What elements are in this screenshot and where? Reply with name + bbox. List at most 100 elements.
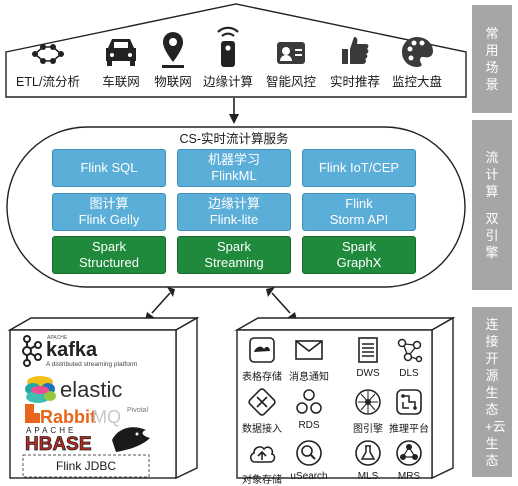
graph-nodes-icon [394,335,424,365]
engine-label: Flink [345,196,373,211]
table-store-icon [247,335,277,365]
cloud-service-label: uSearch [290,471,328,482]
cloud-service-item: 表格存储 [237,335,287,383]
cloud-service-label: 表格存储 [242,372,282,383]
elastic-name: elastic [60,377,122,402]
side-label-ecosystem-text: 连接开源生态+云生态 [485,316,506,468]
arrow-bidirectional-right [266,287,297,320]
kafka-name: kafka [46,339,98,361]
cloud-service-label: 数据接入 [242,424,282,435]
cloud-service-item: RDS [284,387,334,431]
engine-label: 机器学习 [207,152,260,167]
location-pin-icon [162,32,184,68]
scenario-label: 智能风控 [266,74,317,89]
cloud-service-item: 推理平台 [384,387,434,435]
cloud-service-item: DWS [343,335,393,379]
envelope-icon [294,335,324,365]
elastic-logo: elastic [25,376,122,403]
cloud-upload-icon [247,438,277,468]
scenario-label: 监控大盘 [392,74,442,89]
scenarios-house [5,3,467,98]
cloud-service-label: 推理平台 [389,424,429,435]
engine-label: Structured [79,255,139,270]
flink-jdbc-box [22,454,150,478]
cloud-service-label: RDS [298,420,320,431]
flink-engine-button: Flink IoT/CEP [302,149,416,187]
cloud-service-item: 图引擎 [343,387,393,435]
cloud-service-item: DLS [384,335,434,379]
cloud-service-item: MRS [384,438,434,482]
rabbitmq-suffix: MQ [92,407,121,427]
cloud-service-item: MLS [343,438,393,482]
cloud-service-item: 对象存储 [237,438,287,486]
service-title: CS-实时流计算服务 [179,131,288,146]
rabbitmq-note: Pivotal [127,407,148,414]
cloud-services-box [234,316,456,480]
cloud-service-item: uSearch [284,438,334,482]
flink-jdbc-label: Flink JDBC [56,459,116,473]
side-bar-engines [472,120,512,290]
scenario-label: 车联网 [102,74,140,89]
side-bar-ecosystem [472,307,512,477]
side-label-engines-text: 流计算双引擎 [485,150,499,260]
car-icon [106,39,136,66]
kafka-subtitle: A distributed streaming platform [46,361,137,368]
engine-label: Flink IoT/CEP [318,160,400,175]
id-card-icon [277,42,305,64]
scenario-label: 物联网 [154,75,192,89]
flink-engine-button: Flink SQL [52,149,166,187]
inference-icon [394,387,424,417]
cloud-service-label: DWS [356,368,380,379]
engine-label: Streaming [204,255,264,270]
kafka-logo: APACHE kafka A distributed streaming pla… [22,335,137,368]
engine-label: Storm API [329,212,389,227]
cloud-service-label: 消息通知 [289,372,329,383]
cloud-service-label: 图引擎 [353,424,383,435]
engine-label: 边缘计算 [207,196,260,211]
cloud-service-item: 消息通知 [284,335,334,383]
hbase-name: HBASE [25,434,92,455]
engine-label: Spark [342,239,376,254]
data-ingest-icon [247,387,277,417]
kafka-apache-tag: APACHE [47,335,68,341]
cloud-service-item: 数据接入 [237,387,287,435]
engine-label: Flink-lite [209,212,259,227]
cloud-service-label: 对象存储 [242,475,282,486]
palette-icon [402,37,433,67]
side-bar-scenarios [472,5,512,113]
network-nodes-icon [32,44,64,64]
arrow-bidirectional-left [145,287,175,320]
hbase-apache: APACHE [26,426,76,435]
document-icon [353,335,383,365]
engine-label: GraphX [336,255,382,270]
scenario-label: 实时推荐 [330,74,380,89]
rabbitmq-name: Rabbit [40,407,96,427]
scenario-label: ETL/流分析 [16,75,80,89]
scenario-label: 边缘计算 [203,74,253,89]
cloud-service-label: MRS [397,471,421,482]
engine-label: Spark [217,239,251,254]
hbase-logo: APACHE HBASE [25,426,150,455]
thumbs-up-icon [342,37,369,64]
engine-label: Spark [92,239,126,254]
engine-label: Flink Gelly [78,212,140,227]
database-cluster-icon [294,387,324,417]
engine-label: Flink SQL [80,160,138,175]
arrow-down [229,98,239,124]
engine-label: FlinkML [211,168,257,183]
engine-label: 图计算 [89,196,129,211]
cluster-icon [394,438,424,468]
rabbitmq-logo: Rabbit MQ Pivotal [25,404,148,427]
remote-device-icon [217,26,239,67]
graph-engine-icon [353,387,383,417]
flask-icon [353,438,383,468]
search-icon [294,438,324,468]
cloud-service-label: DLS [399,368,419,379]
